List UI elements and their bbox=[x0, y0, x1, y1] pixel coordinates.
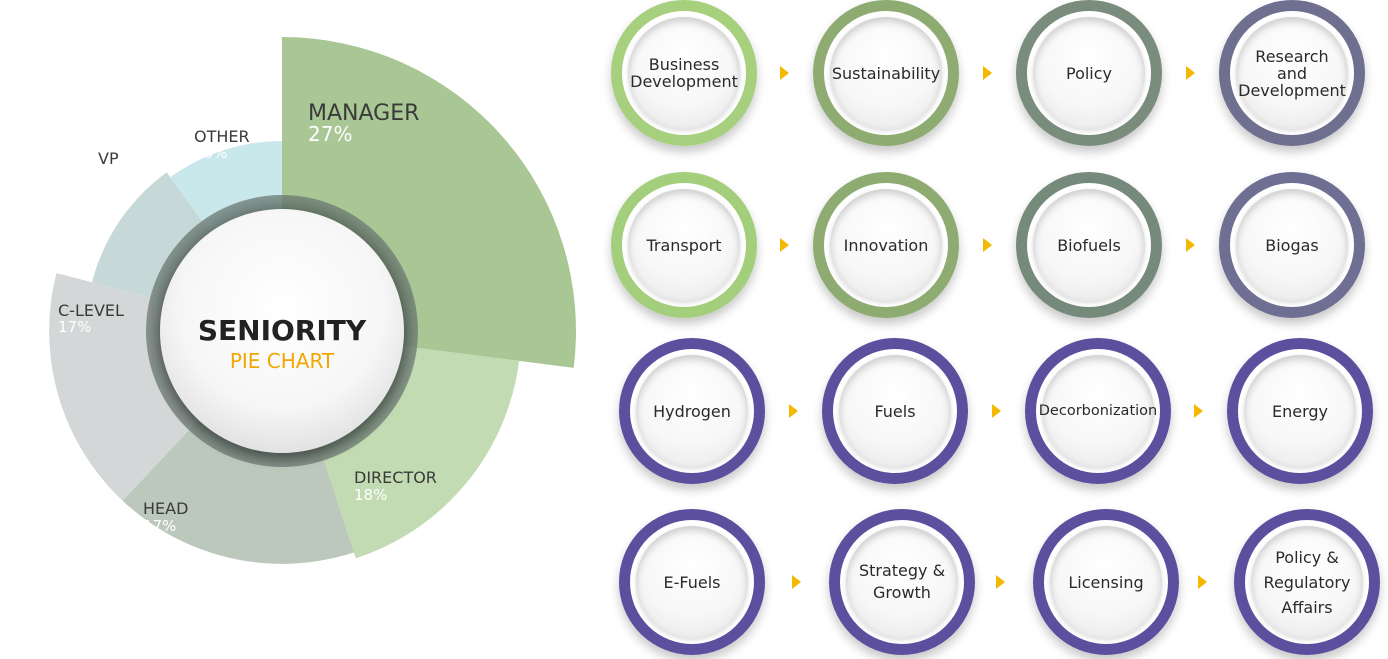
topic-bubble[interactable]: Policy & Regulatory Affairs bbox=[1234, 509, 1380, 655]
topic-label: Decorbonization bbox=[1038, 402, 1158, 419]
slice-value-director: 18% bbox=[354, 486, 387, 504]
arrow-icon bbox=[983, 66, 992, 80]
slice-label-manager: MANAGER bbox=[308, 101, 419, 126]
topic-bubble[interactable]: Licensing bbox=[1033, 509, 1179, 655]
topic-bubble[interactable]: Transport bbox=[611, 172, 757, 318]
topic-label: Hydrogen bbox=[653, 401, 731, 421]
arrow-icon bbox=[983, 238, 992, 252]
pie-slice-c-level bbox=[49, 273, 200, 501]
topic-bubble[interactable]: Policy bbox=[1016, 0, 1162, 146]
topic-label: Transport bbox=[646, 235, 722, 255]
topic-bubble[interactable]: Research and Development bbox=[1219, 0, 1365, 146]
topic-label: Business Development bbox=[630, 55, 738, 91]
topic-label: E-Fuels bbox=[663, 572, 721, 592]
topic-label: Innovation bbox=[843, 235, 929, 255]
slice-value-other: 10% bbox=[194, 144, 227, 162]
topic-label: Policy bbox=[1065, 63, 1113, 83]
topic-bubble[interactable]: Biogas bbox=[1219, 172, 1365, 318]
arrow-icon bbox=[789, 404, 798, 418]
arrow-icon bbox=[1198, 575, 1207, 589]
topic-bubble[interactable]: Biofuels bbox=[1016, 172, 1162, 318]
topic-bubble[interactable]: Innovation bbox=[813, 172, 959, 318]
chart-subtitle: PIE CHART bbox=[230, 349, 335, 373]
arrow-icon bbox=[780, 238, 789, 252]
slice-value-head: 17% bbox=[143, 517, 176, 535]
topic-label: Sustainability bbox=[831, 63, 941, 83]
arrow-icon bbox=[996, 575, 1005, 589]
topic-label: Policy & Regulatory Affairs bbox=[1263, 547, 1351, 617]
topic-label: Fuels bbox=[874, 401, 916, 421]
arrow-icon bbox=[780, 66, 789, 80]
arrow-icon bbox=[792, 575, 801, 589]
arrow-icon bbox=[1194, 404, 1203, 418]
arrow-icon bbox=[1186, 66, 1195, 80]
topic-label: Licensing bbox=[1068, 572, 1144, 592]
topic-bubble[interactable]: Hydrogen bbox=[619, 338, 765, 484]
topic-label: Strategy & Growth bbox=[858, 561, 946, 602]
topic-bubble[interactable]: E-Fuels bbox=[619, 509, 765, 655]
pie-slice-vp bbox=[92, 172, 212, 302]
topic-bubble[interactable]: Strategy & Growth bbox=[829, 509, 975, 655]
pie-slice-director bbox=[319, 346, 520, 559]
slice-value-manager: 27% bbox=[308, 122, 352, 146]
slice-label-other: OTHER bbox=[194, 127, 250, 146]
chart-title: SENIORITY bbox=[198, 314, 367, 347]
topic-label: Research and Development bbox=[1238, 46, 1346, 100]
slice-label-director: DIRECTOR bbox=[354, 468, 437, 487]
arrow-icon bbox=[1186, 238, 1195, 252]
seniority-pie-chart: SENIORITY PIE CHART MANAGER 27% DIRECTOR… bbox=[49, 37, 576, 564]
hub-circle bbox=[160, 209, 404, 453]
topic-bubble[interactable]: Fuels bbox=[822, 338, 968, 484]
topic-bubble[interactable]: Decorbonization bbox=[1025, 338, 1171, 484]
pie-slice-manager bbox=[282, 37, 576, 368]
arrow-icon bbox=[992, 404, 1001, 418]
topic-label: Biogas bbox=[1265, 235, 1319, 255]
topic-label: Energy bbox=[1271, 401, 1328, 421]
topic-bubble[interactable]: Energy bbox=[1227, 338, 1373, 484]
slice-value-vp: 11% bbox=[98, 166, 131, 184]
topic-label: Biofuels bbox=[1057, 235, 1121, 255]
topic-bubble[interactable]: Business Development bbox=[611, 0, 757, 146]
slice-label-c-level: C-LEVEL bbox=[58, 301, 124, 320]
slice-label-head: HEAD bbox=[143, 499, 188, 518]
slice-label-vp: VP bbox=[98, 149, 119, 168]
slice-value-c-level: 17% bbox=[58, 318, 91, 336]
topic-bubble[interactable]: Sustainability bbox=[813, 0, 959, 146]
